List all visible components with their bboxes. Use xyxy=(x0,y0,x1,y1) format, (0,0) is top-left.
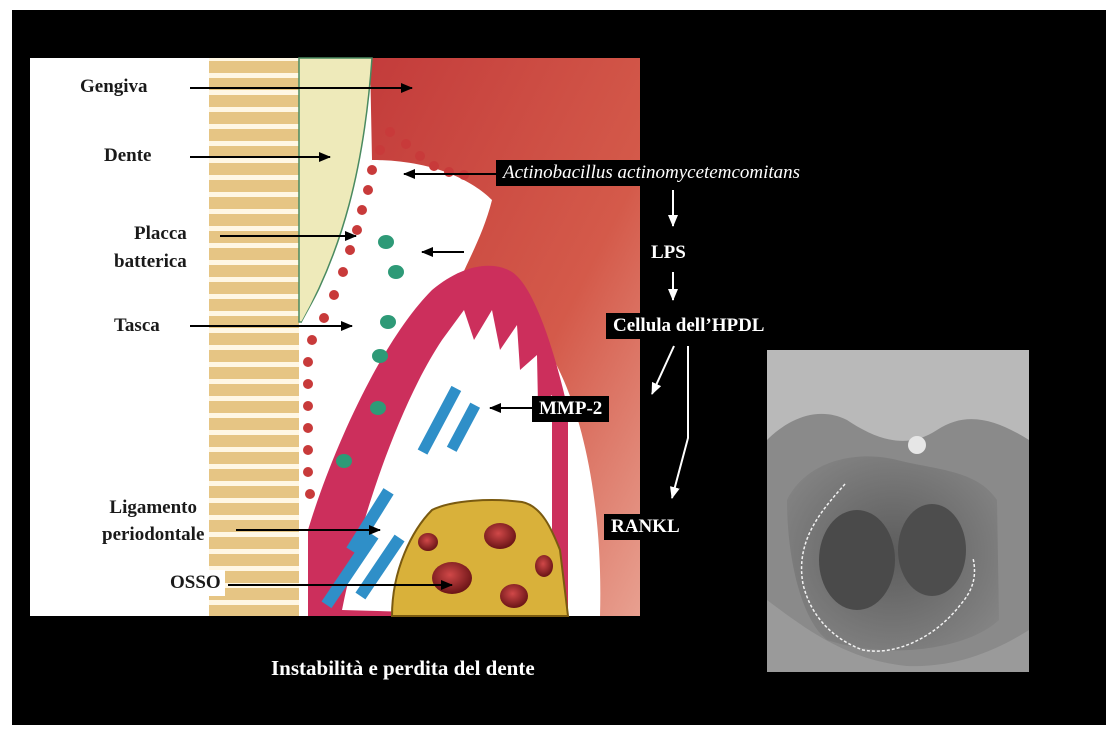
label-ligamento: Ligamento periodontale xyxy=(98,494,208,548)
figure-frame: Gengiva Dente Placca batterica Tasca Lig… xyxy=(12,10,1106,725)
label-gengiva: Gengiva xyxy=(80,74,148,100)
bacterium-label: Actinobacillus actinomycetemcomitans xyxy=(496,160,807,186)
label-ligamento-line1: Ligamento xyxy=(102,494,204,521)
rankl-label: RANKL xyxy=(604,514,687,540)
label-dente: Dente xyxy=(104,143,151,169)
label-placca-line2: batterica xyxy=(114,248,187,276)
label-tasca: Tasca xyxy=(114,313,160,339)
label-ligamento-line2: periodontale xyxy=(102,521,204,548)
cell-label: Cellula dell’HPDL xyxy=(606,313,771,339)
label-placca-line1: Placca xyxy=(114,220,187,248)
label-placca: Placca batterica xyxy=(110,220,191,276)
lps-label: LPS xyxy=(644,240,693,266)
mmp2-label: MMP-2 xyxy=(532,396,609,422)
label-osso: OSSO xyxy=(166,570,225,596)
root-stripes xyxy=(209,58,299,616)
caption: Instabilità e perdita del dente xyxy=(264,655,542,681)
xray-image xyxy=(767,350,1029,672)
pathway-arrows xyxy=(652,190,688,498)
